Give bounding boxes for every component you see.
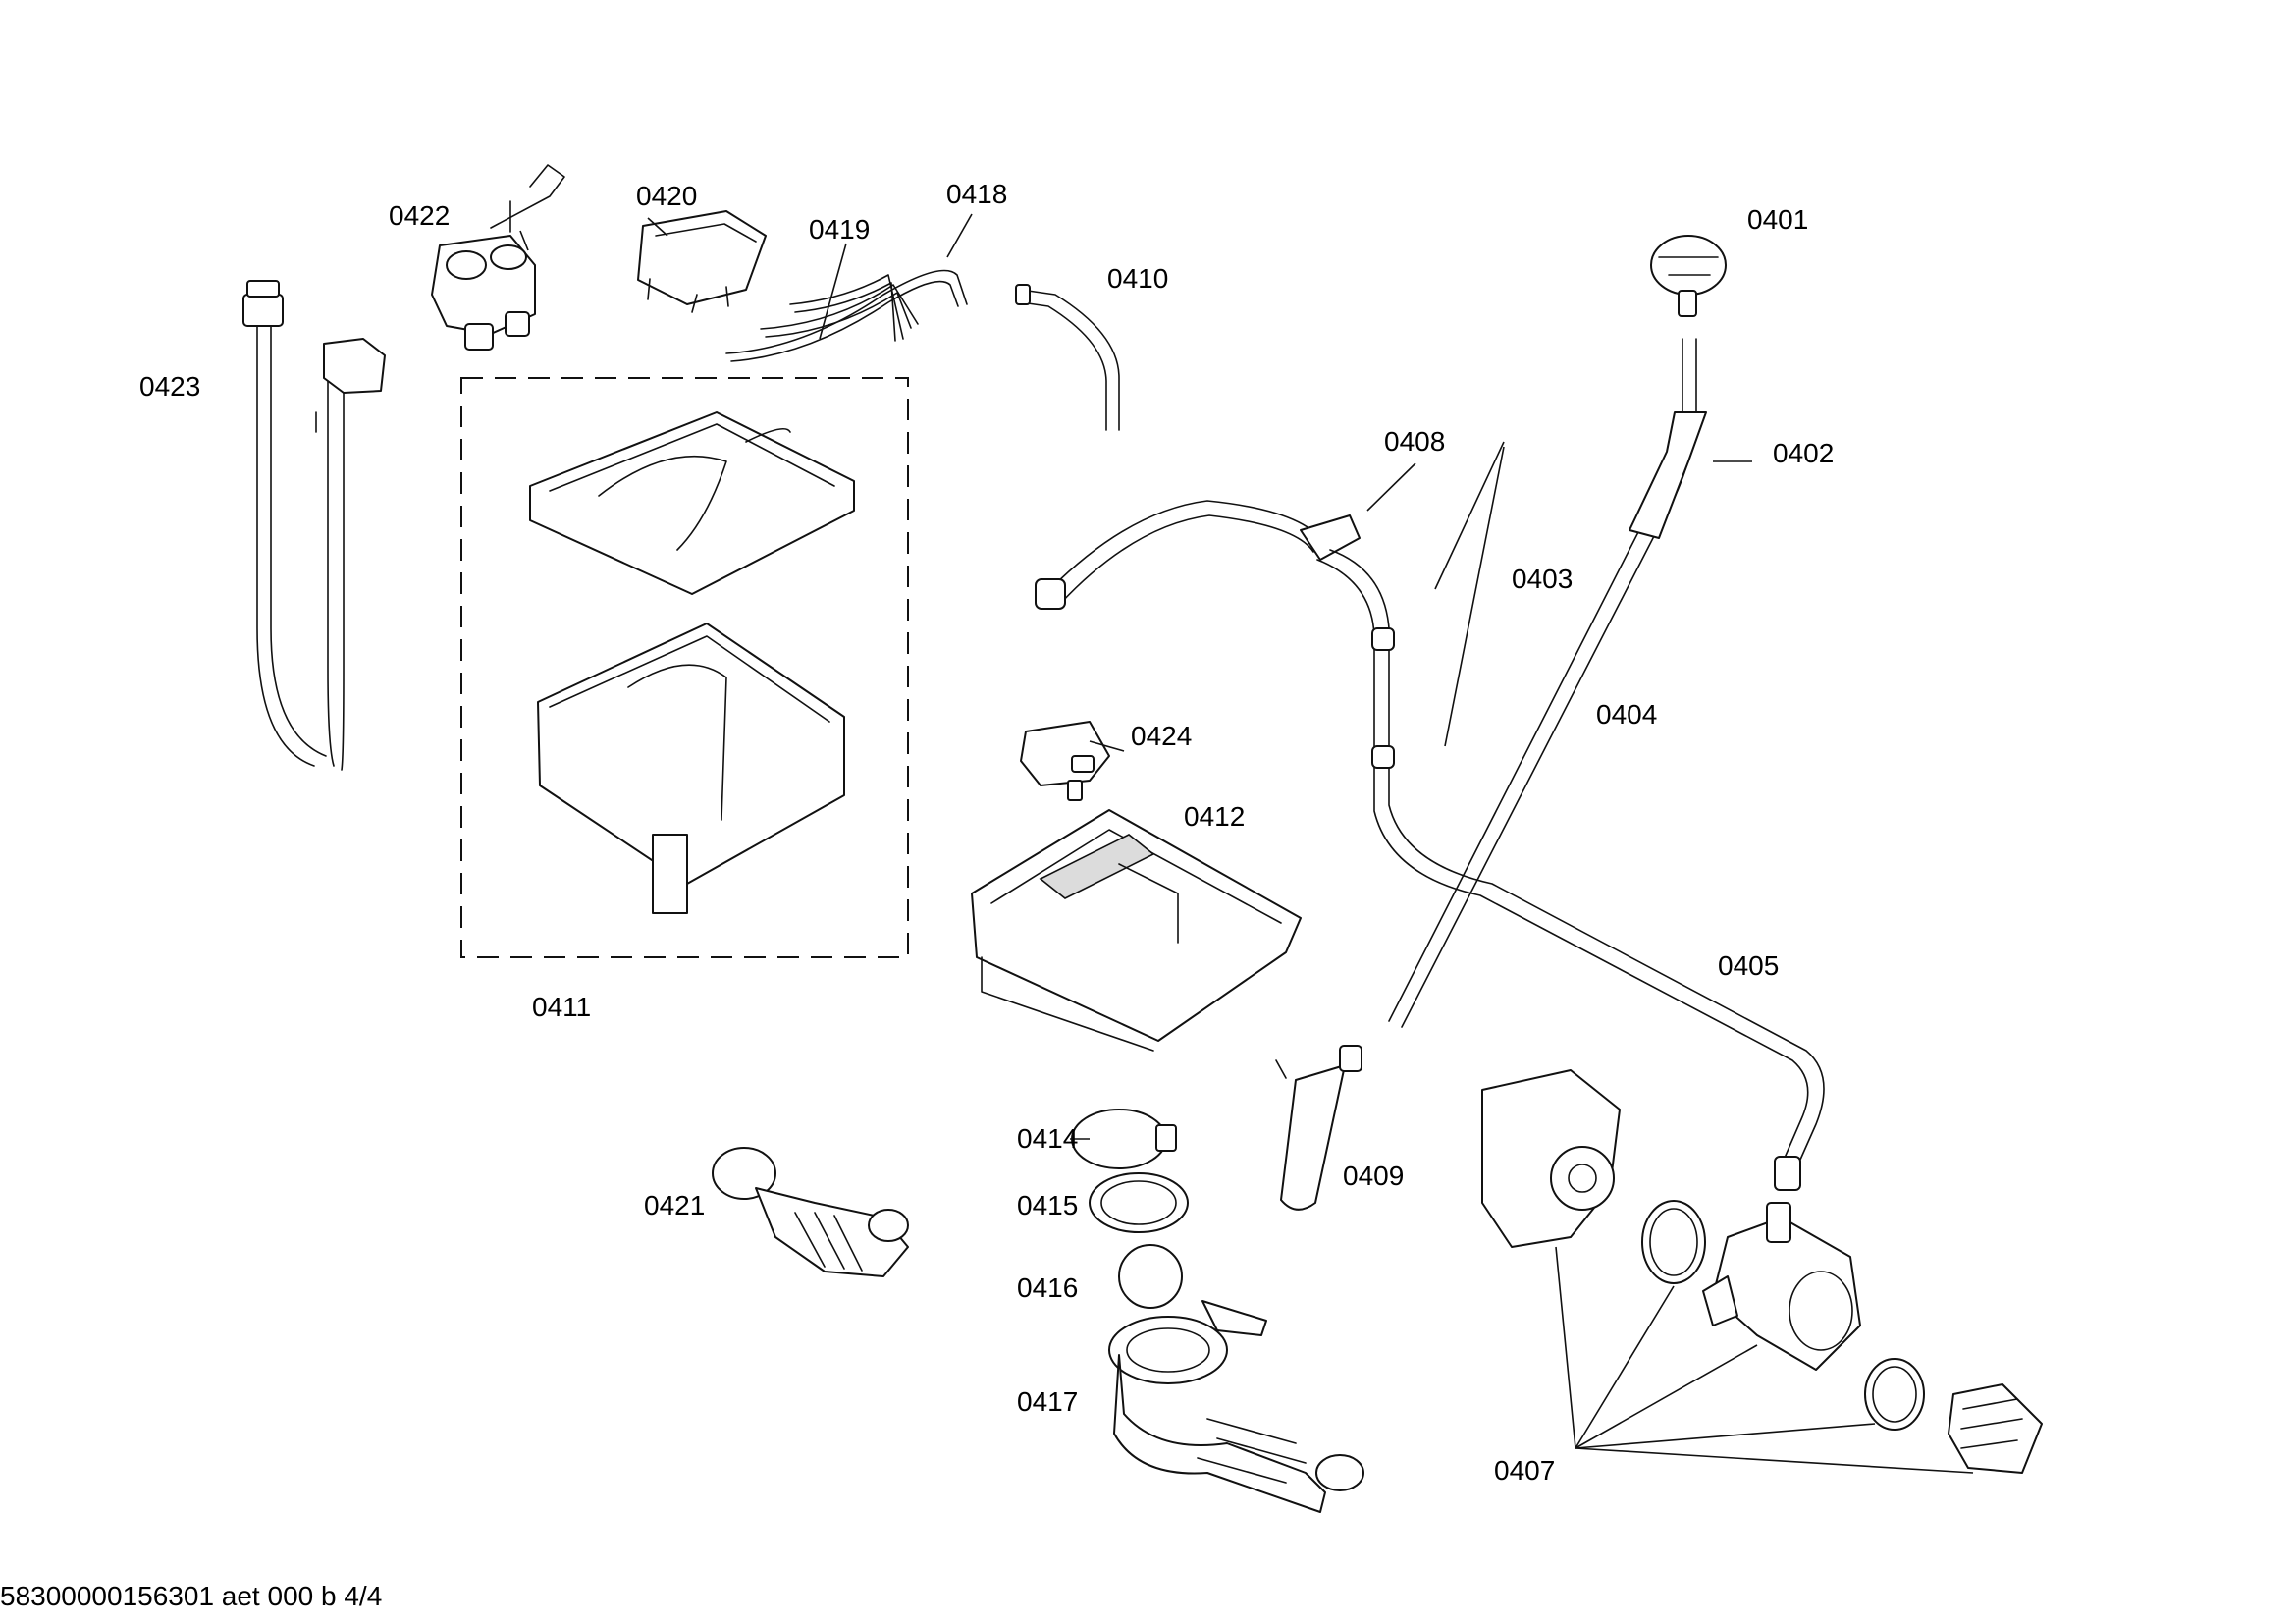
hose-0410	[1015, 284, 1120, 431]
tube-0402-0404	[1388, 338, 1707, 1028]
label-0419: 0419	[809, 214, 871, 244]
hose-0403-0405	[1316, 549, 1825, 1191]
document-reference: 58300000156301 aet 000 b 4/4	[0, 1581, 383, 1611]
dispenser-0411	[460, 377, 909, 958]
part-0409	[1275, 1045, 1362, 1211]
label-0411: 0411	[532, 992, 592, 1022]
inlet-valve-0422	[431, 164, 565, 351]
label-0422: 0422	[389, 200, 451, 231]
sump-hose-0417	[1108, 1300, 1364, 1513]
label-0410: 0410	[1107, 263, 1169, 294]
label-0420: 0420	[636, 181, 698, 211]
drawer-0412	[971, 809, 1302, 1052]
seals-0414-0416	[1071, 1109, 1189, 1309]
hoses-0423	[242, 280, 386, 771]
part-0424	[1020, 721, 1110, 801]
label-0401: 0401	[1747, 204, 1809, 235]
bracket-0420	[637, 210, 767, 313]
hose-0408	[1035, 500, 1361, 610]
label-0408: 0408	[1384, 426, 1446, 457]
label-0405: 0405	[1718, 950, 1780, 981]
label-0412: 0412	[1184, 801, 1246, 832]
label-0403: 0403	[1512, 564, 1574, 594]
label-0404: 0404	[1596, 699, 1658, 730]
drain-pump-0407	[1481, 1069, 2043, 1474]
label-0417: 0417	[1017, 1386, 1079, 1417]
label-0418: 0418	[946, 179, 1008, 209]
label-0424: 0424	[1131, 721, 1193, 751]
leader-lines	[519, 213, 1752, 1140]
small-hoses-0419-0418	[725, 269, 968, 362]
label-0423: 0423	[139, 371, 201, 402]
label-0421: 0421	[644, 1190, 706, 1220]
label-0415: 0415	[1017, 1190, 1079, 1220]
label-0402: 0402	[1773, 438, 1835, 468]
label-0409: 0409	[1343, 1161, 1405, 1191]
hose-0421	[712, 1147, 909, 1277]
label-0416: 0416	[1017, 1272, 1079, 1303]
label-0414: 0414	[1017, 1123, 1079, 1154]
pressure-switch-0401	[1650, 235, 1727, 317]
label-0407: 0407	[1494, 1455, 1556, 1486]
